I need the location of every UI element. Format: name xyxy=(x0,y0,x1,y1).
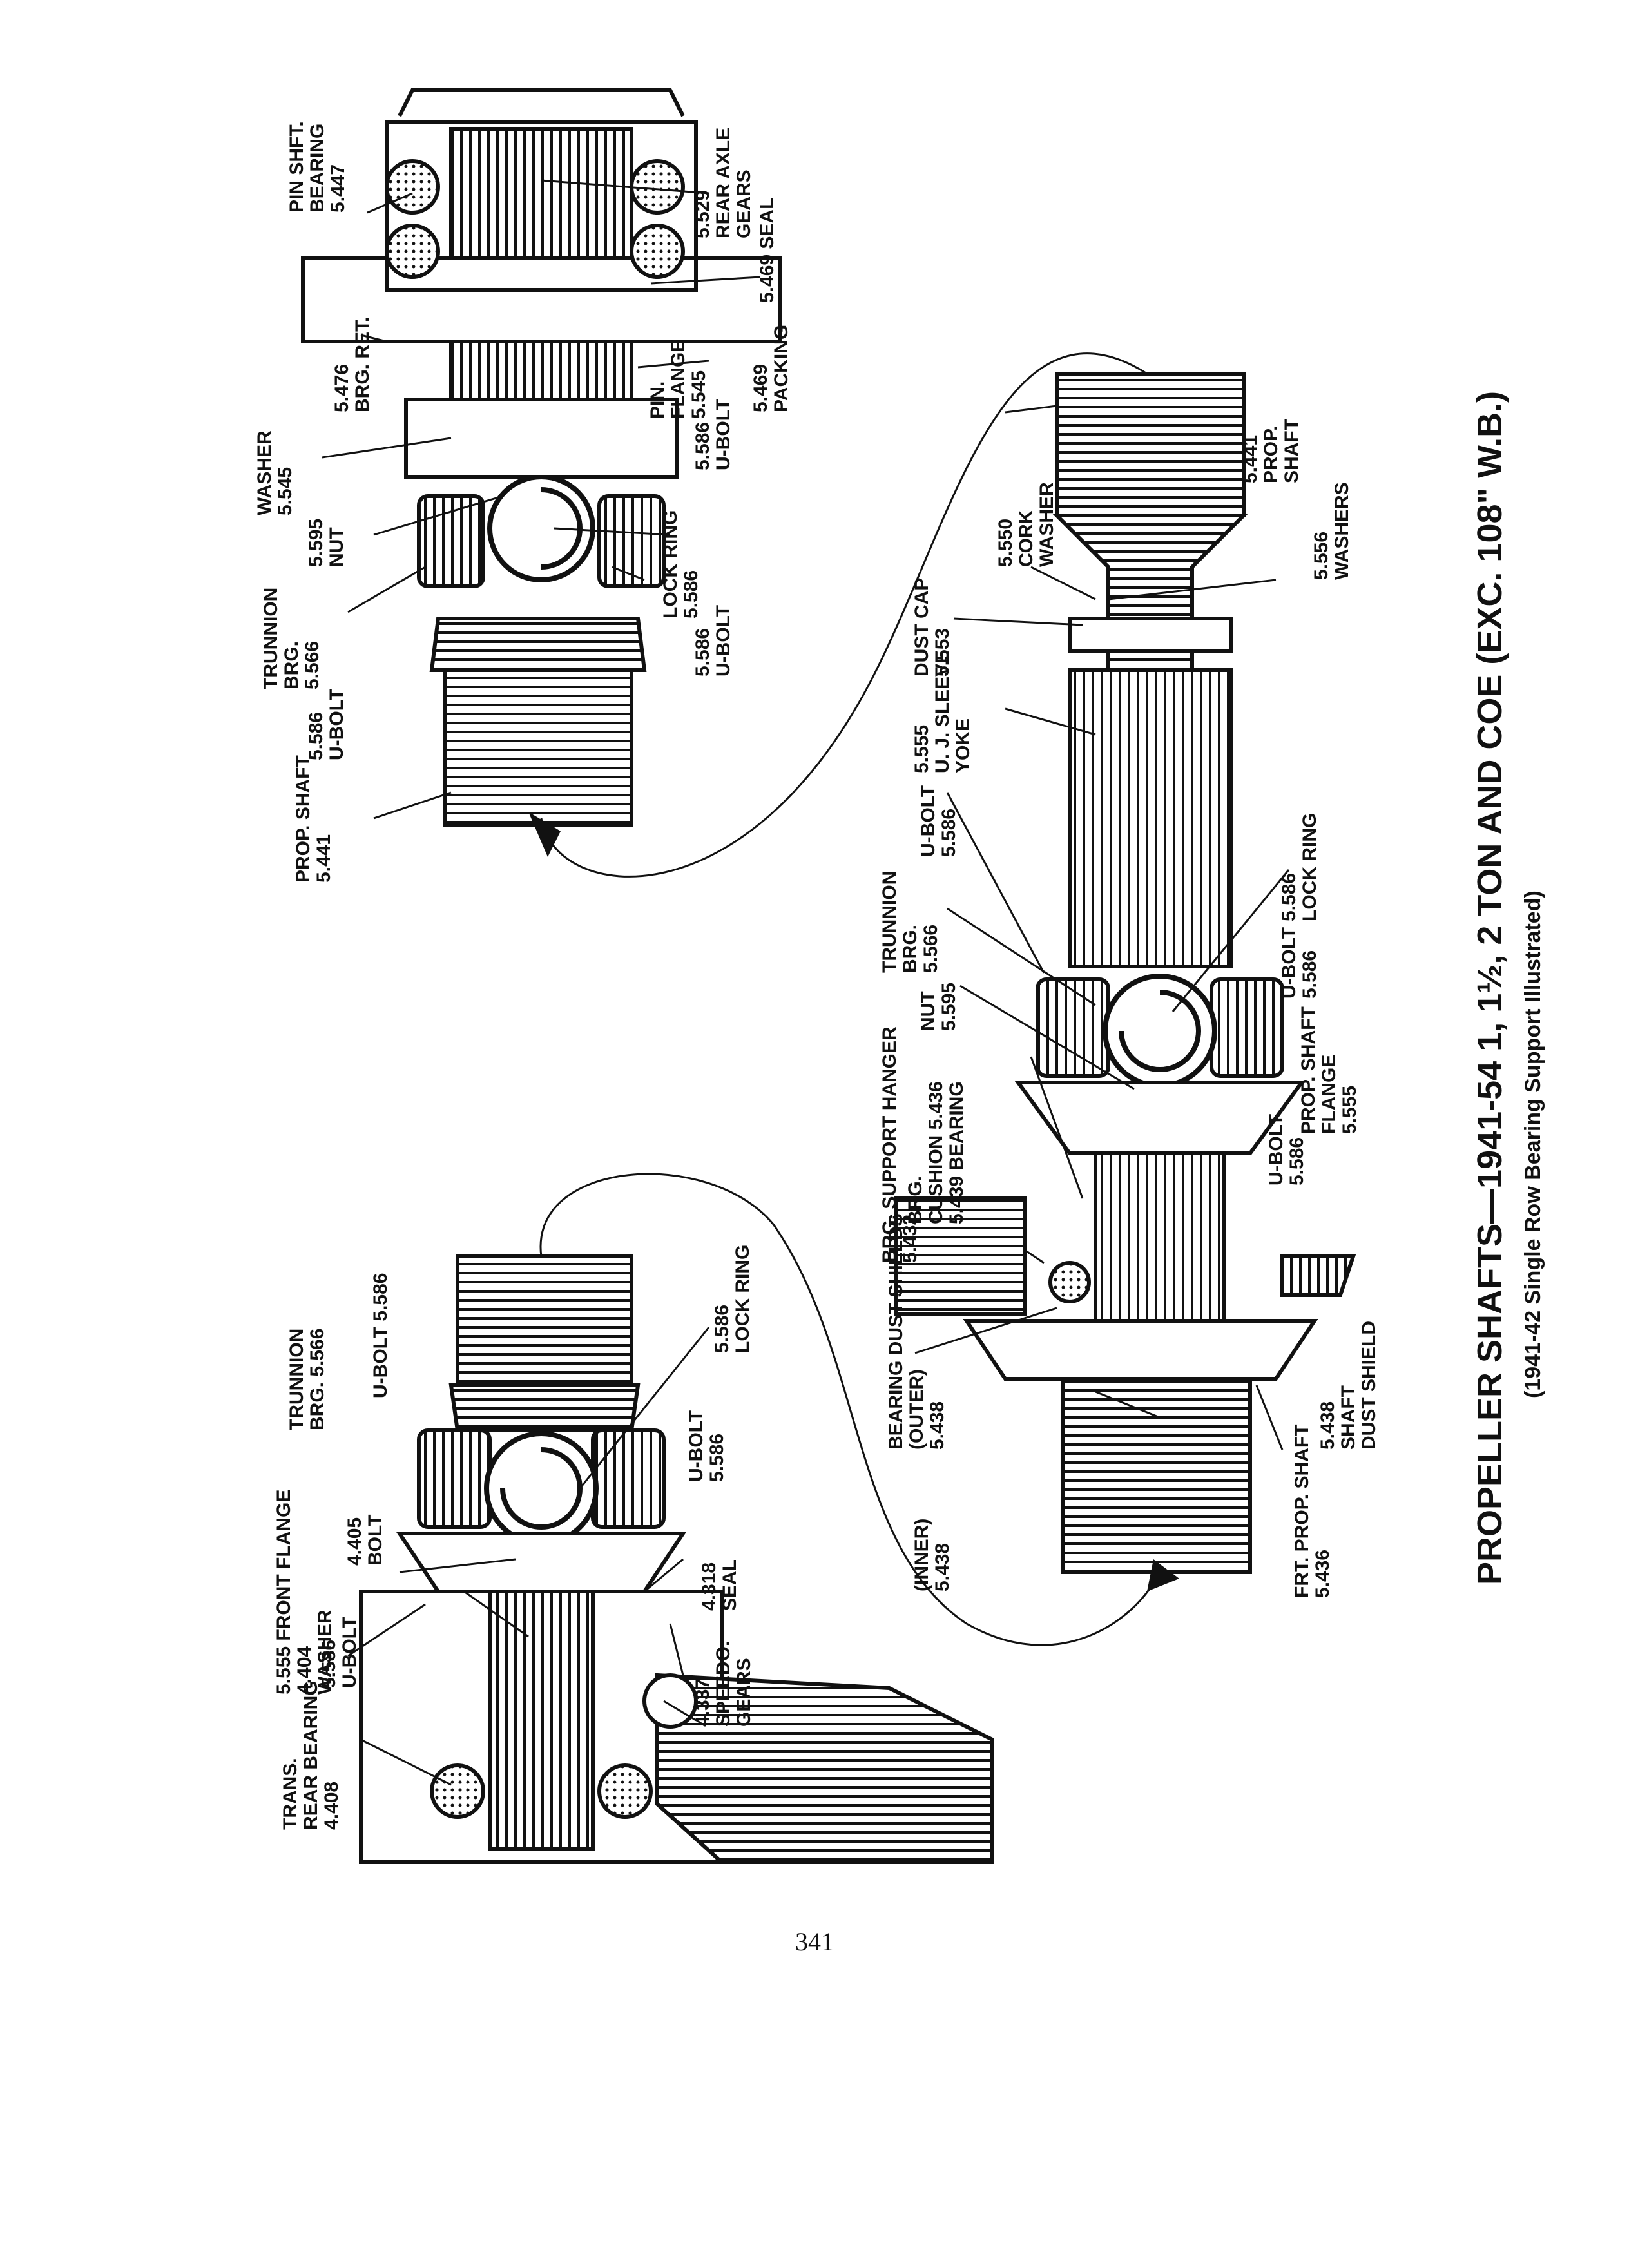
callout-bolt-4405: 4.405BOLT xyxy=(344,1515,386,1566)
callout-trunnion-brg-front: TRUNNIONBRG. 5.566 xyxy=(286,1329,328,1430)
hanger-bracket-right xyxy=(1280,1254,1356,1297)
bearing-support-hanger xyxy=(894,1196,1027,1316)
callout-dust-shields-inner: (INNER)5.438 xyxy=(911,1519,953,1591)
callout-trunnion-brg-rear: TRUNNIONBRG.5.566 xyxy=(260,588,323,689)
callout-prop-shaft-flange: PROP. SHAFTFLANGE5.555 xyxy=(1298,1006,1360,1134)
callout-nut-rear: 5.595NUT xyxy=(305,519,347,567)
callout-brg-support-hanger: BRG. SUPPORT HANGER5.432 xyxy=(879,1026,921,1263)
bearing-housing-rear xyxy=(301,256,782,343)
axle-housing-top xyxy=(398,88,685,117)
trunnion-bearing-mid-right xyxy=(1210,977,1284,1078)
callout-dust-cap: DUST CAP5.553 xyxy=(911,578,953,677)
prop-shaft-flange-mid xyxy=(1014,1081,1306,1155)
callout-labels: PIN SHFT.BEARING5.447 5.529REAR AXLEGEAR… xyxy=(254,121,1545,1830)
callout-nut-mid: NUT5.595 xyxy=(918,983,959,1031)
callout-ubolt-front-top: U-BOLT 5.586 xyxy=(370,1273,391,1399)
trans-rear-bearing-ball-left xyxy=(430,1763,485,1819)
callout-seal-5469: 5.469 SEAL xyxy=(757,198,778,303)
connector-arrowhead-front xyxy=(1147,1559,1179,1591)
pinion-bearing-2 xyxy=(385,224,440,279)
connector-arrow-front-to-mid xyxy=(539,1173,1161,1646)
trunnion-bearing-front-left xyxy=(417,1428,492,1529)
trunnion-bearing-mid-left xyxy=(1036,977,1110,1078)
callout-dust-shields-outer: BEARING DUST SHIELDS(OUTER)5.438 xyxy=(885,1213,948,1450)
callout-ubolt-rear-mid: 5.586U-BOLT xyxy=(692,605,734,677)
callout-ubolt-mid-right: U-BOLT5.586 xyxy=(1278,927,1320,999)
callout-uj-sleeve-yoke: 5.555U. J. SLEEVEYOKE xyxy=(911,651,974,773)
front-prop-shaft-tube xyxy=(1061,1377,1252,1574)
pinion-bearing-4 xyxy=(630,224,685,279)
callout-front-flange: 5.555 FRONT FLANGE4.404WASHER xyxy=(273,1490,336,1695)
callout-lock-ring-front: 5.586LOCK RING xyxy=(711,1245,753,1353)
universal-joint-rear xyxy=(429,617,647,672)
callout-brg-ret: 5.476BRG. RET. xyxy=(331,317,373,412)
trunnion-bearing-rear-left xyxy=(417,494,485,588)
callout-trunnion-brg-mid: TRUNNIONBRG.5.566 xyxy=(879,871,941,973)
speedo-gear xyxy=(642,1673,698,1729)
callout-pin-flange: PIN.FLANGE5.545 xyxy=(647,340,709,419)
connector-arrow-rear-to-mid xyxy=(540,352,1148,878)
callout-ubolt-front-left: 5.586U-BOLT xyxy=(318,1617,360,1688)
callout-washers-5556: 5.556WASHERS xyxy=(1311,482,1353,580)
callout-trans-rear-bearing: TRANS.REAR BEARING4.408 xyxy=(280,1680,342,1830)
trunnion-bearing-front-right xyxy=(591,1428,666,1529)
transmission-end-assembly xyxy=(359,1254,994,1864)
trans-rear-bearing-ball-right xyxy=(597,1763,653,1819)
figure-title: PROPELLER SHAFTS—1941-54 1, 1½, 2 TON AN… xyxy=(1470,391,1509,1585)
figure-subtitle: (1941-42 Single Row Bearing Support Illu… xyxy=(1521,890,1545,1398)
page-number: 341 xyxy=(795,1927,834,1956)
callout-prop-shaft-mid: 5.441PROP.SHAFT xyxy=(1240,419,1302,483)
callout-pin-shft-bearing: PIN SHFT.BEARING5.447 xyxy=(286,121,349,213)
universal-joint-front xyxy=(448,1383,641,1432)
front-flange xyxy=(396,1532,687,1593)
prop-shaft-tube-rear xyxy=(443,668,633,827)
callout-ubolt-rear-left: 5.586U-BOLT xyxy=(305,689,347,760)
callout-prop-shaft-rear: PROP. SHAFT5.441 xyxy=(293,755,334,883)
prop-shaft-mid-end xyxy=(1055,372,1246,517)
support-bearing-ball xyxy=(1048,1261,1091,1303)
callout-packing: 5.469PACKING xyxy=(750,325,792,412)
callout-speedo-gears: 4.337SPEEDO.GEARS xyxy=(692,1641,755,1727)
callout-ubolt-mid-top: U-BOLT5.586 xyxy=(918,785,959,857)
callout-ubolt-mid-left: U-BOLT5.586 xyxy=(1266,1114,1307,1186)
prop-shaft-front-tube xyxy=(456,1254,633,1387)
callout-shaft-dust-shield: 5.438SHAFTDUST SHIELD xyxy=(1317,1321,1380,1450)
mainshaft-front xyxy=(488,1590,595,1851)
dust-cap-mid xyxy=(1068,617,1233,653)
callout-brg-cushion: BRG.CUSHION 5.4365.439 BEARING xyxy=(905,1081,967,1224)
callout-lock-ring-rear: LOCK RING5.586 xyxy=(660,510,702,619)
pinion-bearing-3 xyxy=(630,159,685,215)
callout-lock-ring-mid: 5.586LOCK RING xyxy=(1278,813,1320,921)
uj-sleeve-yoke xyxy=(1068,668,1233,968)
speedo-gear-housing xyxy=(655,1673,994,1864)
callout-ubolt-rear-top: 5.586U-BOLT xyxy=(692,399,734,470)
callout-ubolt-front-right: U-BOLT5.586 xyxy=(686,1410,728,1482)
callout-rear-axle-gears: 5.529REAR AXLEGEARS xyxy=(692,128,755,238)
callout-washer-5545: WASHER5.545 xyxy=(254,430,296,515)
trunnion-bearing-rear-right xyxy=(597,494,666,588)
callout-frt-prop-shaft: FRT. PROP. SHAFT5.436 xyxy=(1291,1425,1333,1598)
shaft-splines-mid xyxy=(1094,1151,1226,1323)
callout-cork-washer: 5.550CORKWASHER xyxy=(995,482,1057,567)
intermediate-shaft-assembly xyxy=(894,372,1356,1574)
leader-lines xyxy=(322,179,1290,1786)
differential-housing xyxy=(385,120,698,292)
pinion-bearing-1 xyxy=(385,159,440,215)
connector-arrowhead-rear xyxy=(528,812,561,857)
shaft-dust-shield-mid xyxy=(963,1319,1318,1381)
callout-seal-4318: 4.318SEAL xyxy=(699,1559,740,1611)
